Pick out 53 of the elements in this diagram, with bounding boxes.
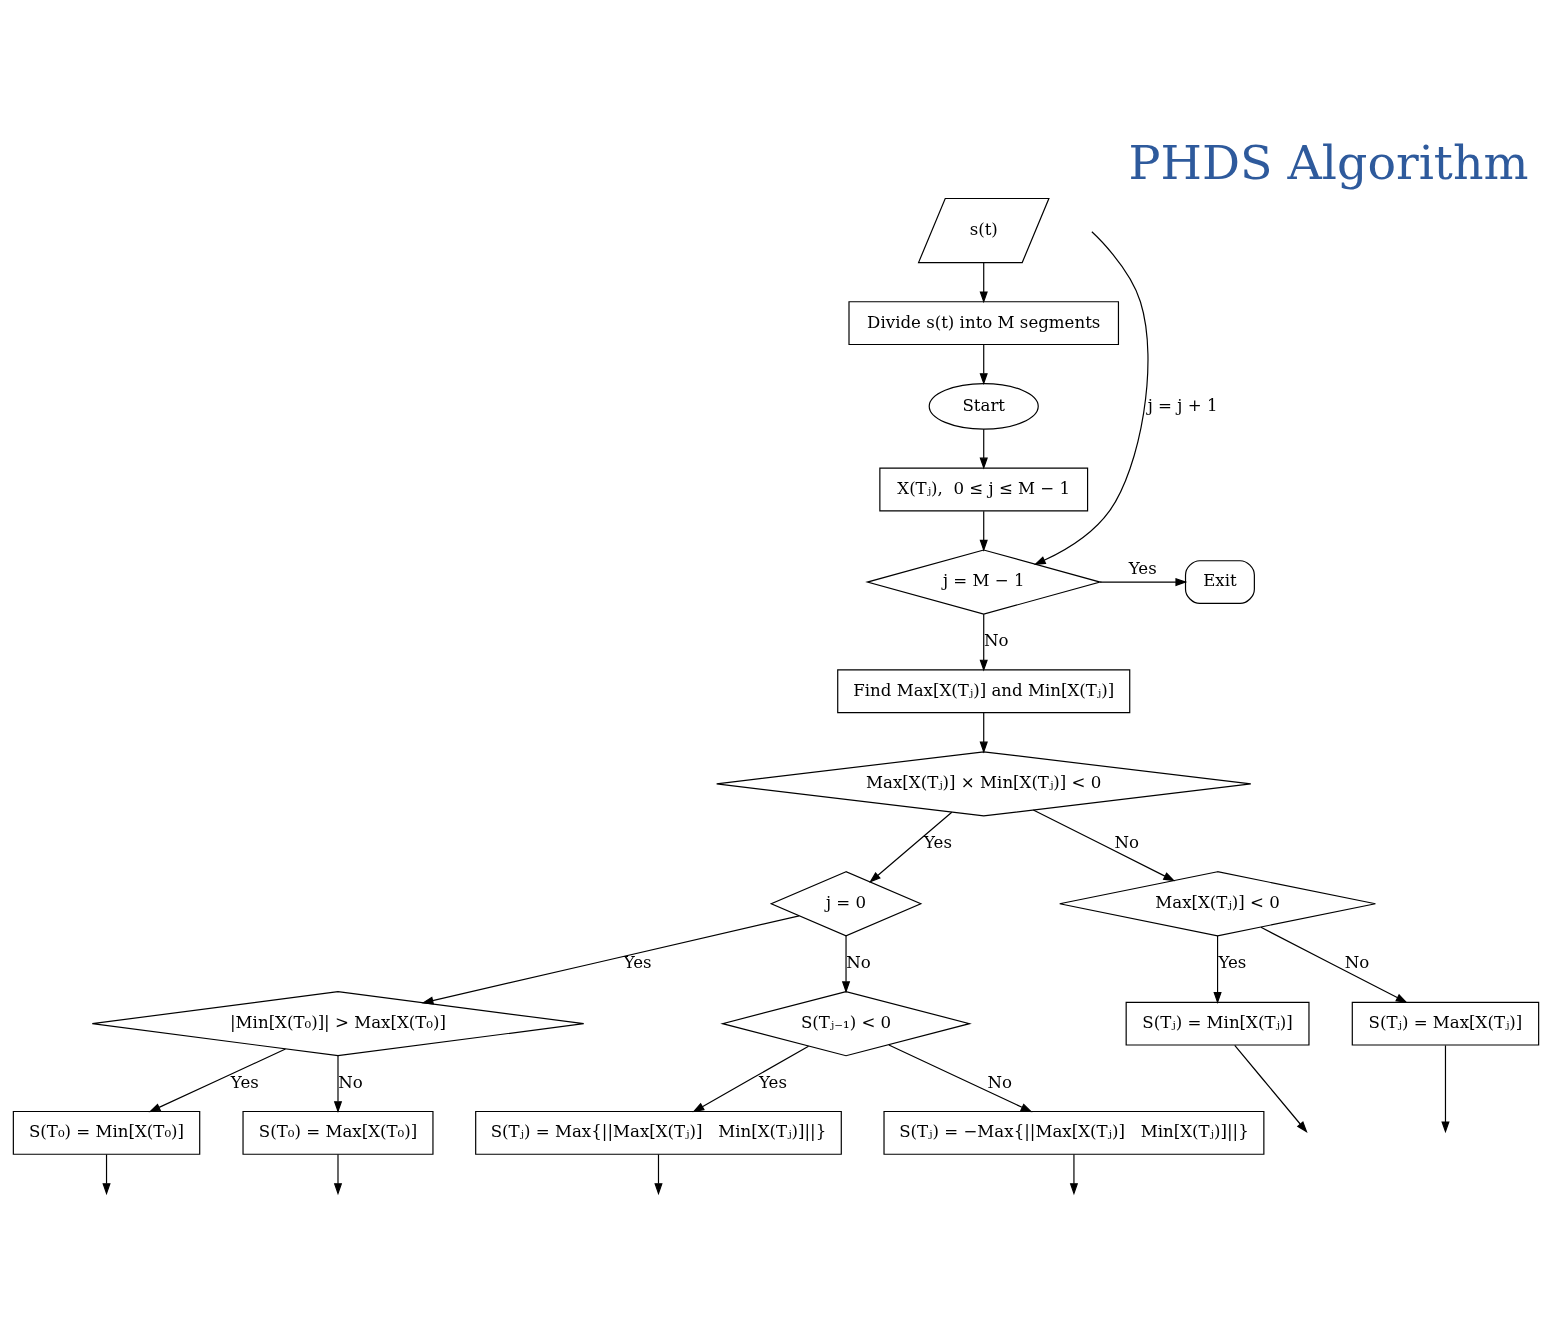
- node-diamond: S(Tⱼ₋₁) < 0: [720, 991, 972, 1057]
- edge-label: Yes: [1128, 559, 1157, 579]
- node-box: S(Tⱼ) = Min[X(Tⱼ)]: [1125, 1001, 1310, 1046]
- node-box: X(Tⱼ), 0 ≤ j ≤ M − 1: [879, 467, 1089, 512]
- node-box: Find Max[X(Tⱼ)] and Min[X(Tⱼ)]: [837, 669, 1131, 714]
- arrow: [841, 935, 851, 994]
- edge-label: j = j + 1: [1147, 395, 1218, 415]
- edge-label: No: [338, 1072, 363, 1092]
- arrow: [1099, 577, 1188, 587]
- arrow: [1032, 809, 1176, 882]
- arrow: [979, 613, 988, 672]
- edge-label: Yes: [759, 1072, 787, 1092]
- arrow: [979, 344, 988, 386]
- arrow: [869, 811, 953, 883]
- arrow: [1260, 926, 1408, 1003]
- arrow: [1033, 231, 1149, 565]
- edge-label: No: [1344, 953, 1370, 973]
- node-box: S(Tⱼ) = −Max{||Max[X(Tⱼ)] Min[X(Tⱼ)]||}: [883, 1110, 1265, 1155]
- arrow: [692, 1045, 810, 1113]
- arrow: [979, 428, 988, 470]
- edge-label: No: [987, 1072, 1013, 1092]
- edge-label: No: [983, 631, 1009, 651]
- edge-label: Yes: [924, 833, 952, 853]
- node-box: S(Tⱼ) = Max{||Max[X(Tⱼ)] Min[X(Tⱼ)]||}: [475, 1110, 842, 1155]
- edge-label: No: [846, 953, 871, 973]
- arrow: [1234, 1044, 1308, 1133]
- arrow: [1069, 1153, 1079, 1196]
- node-box: S(Tⱼ) = Max[X(Tⱼ)]: [1351, 1001, 1540, 1046]
- edge-label: No: [1114, 833, 1140, 853]
- arrow: [421, 915, 800, 1005]
- arrow: [148, 1048, 287, 1113]
- edge-label: Yes: [623, 953, 652, 973]
- arrow: [979, 262, 988, 304]
- edge-label: Yes: [230, 1072, 259, 1092]
- arrow: [333, 1055, 343, 1114]
- arrow: [979, 712, 988, 754]
- arrow: [654, 1153, 663, 1196]
- arrow: [1441, 1044, 1450, 1134]
- arrow: [102, 1153, 111, 1196]
- node-diamond: |Min[X(T₀)]| > Max[X(T₀)]: [91, 991, 585, 1057]
- node-diamond: j = M − 1: [865, 549, 1103, 615]
- node-ellipse: Start: [928, 382, 1039, 430]
- diagram-title: PHDS Algorithm: [1128, 135, 1529, 191]
- arrow: [888, 1044, 1033, 1113]
- node-box: Exit: [1184, 560, 1255, 605]
- node-box: S(T₀) = Min[X(T₀)]: [12, 1110, 201, 1155]
- arrow: [979, 510, 988, 552]
- arrow: [1213, 935, 1222, 1004]
- arrow: [333, 1153, 343, 1196]
- node-box: Divide s(t) into M segments: [848, 301, 1120, 346]
- node-diamond: Max[X(Tⱼ)] × Min[X(Tⱼ)] < 0: [716, 751, 1252, 817]
- edge-label: Yes: [1218, 953, 1247, 973]
- node-box: S(T₀) = Max[X(T₀)]: [242, 1110, 434, 1155]
